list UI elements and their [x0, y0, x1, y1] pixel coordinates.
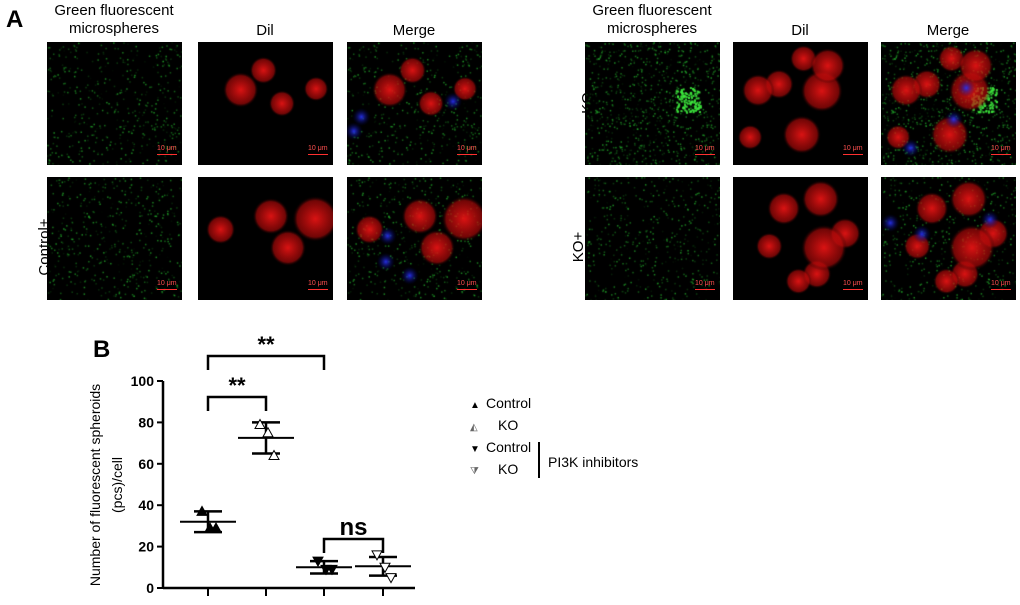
y-axis-label-line: (pcs)/cell — [109, 457, 125, 513]
panel-a-label: A — [6, 6, 24, 33]
significance-label: ** — [257, 332, 275, 357]
legend-label: Control — [486, 439, 532, 455]
scale-bar: 10 μm — [457, 145, 477, 155]
triangle-up-icon: ◭ — [470, 422, 478, 433]
legend: ▲ Control ◭ KO ▼ Control ⧩ KO PI3K inhibitors — [470, 395, 638, 483]
data-point — [268, 449, 280, 461]
data-point — [385, 573, 397, 584]
data-point — [312, 556, 324, 568]
data-point — [254, 418, 266, 429]
scale-bar: 10 μm — [991, 145, 1011, 155]
legend-item: ⧩ KO — [470, 461, 531, 483]
data-point — [371, 550, 383, 561]
significance-bracket — [206, 395, 268, 411]
column-header: Dil — [791, 22, 809, 39]
data-point — [196, 505, 208, 516]
dil-channel-image — [733, 177, 868, 300]
merge-image — [347, 42, 482, 165]
y-axis-label: Number of fluorescent spheroids (pcs)/cel… — [87, 384, 125, 586]
y-tick-label: 40 — [138, 497, 154, 513]
dil-channel-image — [198, 42, 333, 165]
column-header: Merge — [392, 22, 436, 39]
column-header: Merge — [926, 22, 970, 39]
significance-bracket — [206, 354, 326, 370]
y-tick-label: 60 — [138, 456, 154, 472]
legend-label: KO — [498, 461, 519, 477]
dil-channel-image — [198, 177, 333, 300]
merge-image — [347, 177, 482, 300]
green-channel-image — [47, 42, 182, 165]
legend-item: ◭ KO — [470, 417, 531, 439]
y-axis-label-line: Number of fluorescent spheroids — [87, 384, 103, 586]
y-tick-label: 80 — [138, 414, 154, 430]
legend-item: ▲ Control — [470, 395, 531, 417]
data-point — [262, 426, 274, 438]
scale-bar: 10 μm — [157, 145, 177, 155]
column-header: Dil — [256, 22, 274, 39]
legend-label: Control — [486, 395, 532, 411]
scale-bar: 10 μm — [695, 280, 715, 290]
scale-bar: 10 μm — [308, 280, 328, 290]
data-point — [210, 521, 222, 533]
green-channel-image — [585, 177, 720, 300]
scale-bar: 10 μm — [157, 280, 177, 290]
legend-label: KO — [498, 417, 519, 433]
scale-bar: 10 μm — [843, 145, 863, 155]
panel-b-label: B — [93, 336, 111, 363]
y-tick-label: 20 — [138, 539, 154, 555]
merge-image — [881, 42, 1016, 165]
green-channel-image — [585, 42, 720, 165]
scale-bar: 10 μm — [457, 280, 477, 290]
significance-label: ns — [339, 514, 367, 541]
data-point — [326, 564, 338, 576]
legend-bracket — [538, 442, 540, 478]
scale-bar: 10 μm — [308, 145, 328, 155]
y-tick-label: 100 — [131, 373, 155, 389]
significance-bracket — [322, 537, 385, 553]
merge-image — [881, 177, 1016, 300]
triangle-down-icon: ⧩ — [470, 466, 479, 477]
green-channel-image — [47, 177, 182, 300]
significance-label: ** — [228, 373, 246, 398]
scale-bar: 10 μm — [843, 280, 863, 290]
triangle-up-icon: ▲ — [470, 400, 480, 411]
scale-bar: 10 μm — [991, 280, 1011, 290]
legend-group-label: PI3K inhibitors — [548, 454, 639, 470]
y-tick-label: 0 — [146, 580, 154, 596]
triangle-down-icon: ▼ — [470, 444, 480, 455]
data-point — [379, 562, 391, 574]
legend-item: ▼ Control — [470, 439, 531, 461]
dil-channel-image — [733, 42, 868, 165]
scale-bar: 10 μm — [695, 145, 715, 155]
